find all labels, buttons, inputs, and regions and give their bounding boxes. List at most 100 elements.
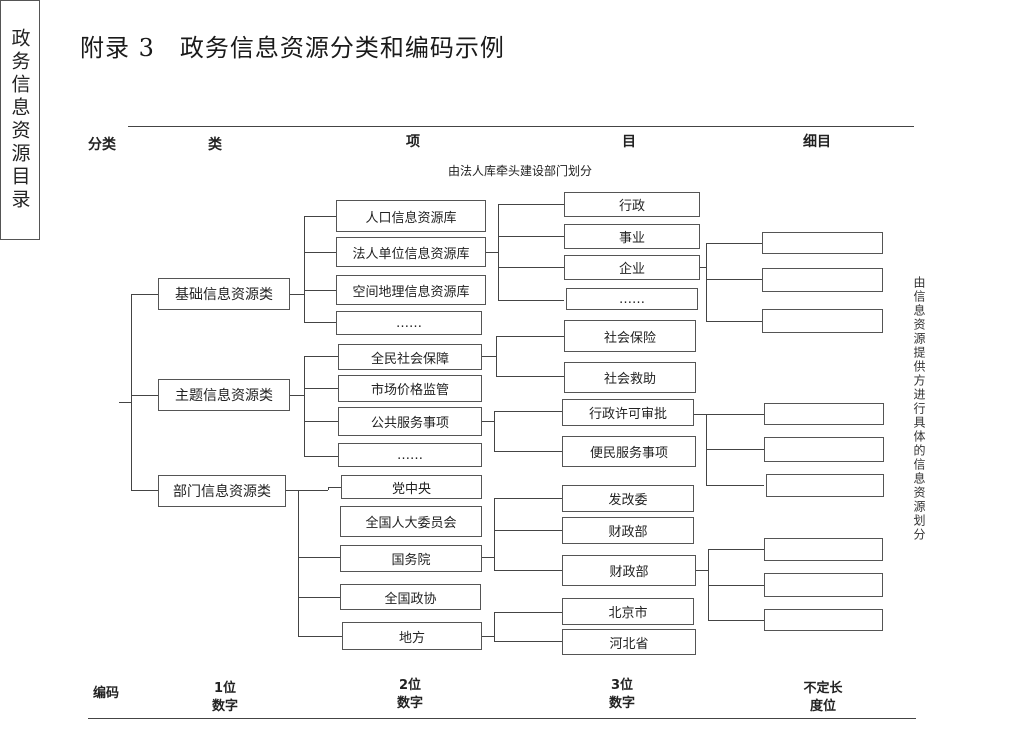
connector [290, 395, 304, 396]
connector [706, 485, 764, 486]
item-spatial: 空间地理信息资源库 [336, 275, 486, 305]
footer-code-2-line2: 数字 [396, 696, 423, 711]
item-legal-entity: 法人单位信息资源库 [336, 237, 486, 267]
connector [708, 620, 764, 621]
connector [494, 498, 562, 499]
connector [494, 411, 495, 451]
connector [131, 395, 158, 396]
connector [708, 549, 709, 620]
connector [328, 487, 342, 488]
connector [304, 356, 305, 456]
connector [498, 267, 564, 268]
footer-code-4-line1: 不定长 [803, 681, 843, 696]
connector [496, 376, 564, 377]
header-classification: 分类 [88, 137, 116, 153]
connector [494, 641, 562, 642]
connector [482, 557, 494, 558]
connector [304, 322, 336, 323]
connector [304, 388, 338, 389]
connector [304, 216, 305, 322]
target-legal-more: …… [566, 288, 698, 310]
detail-box [766, 474, 884, 497]
detail-box [764, 609, 883, 631]
target-institution: 事业 [564, 224, 700, 249]
connector [708, 549, 764, 550]
connector [498, 204, 499, 300]
connector [482, 421, 494, 422]
connector [696, 570, 708, 571]
target-social-assistance: 社会救助 [564, 362, 696, 393]
header-level3: 目 [622, 134, 636, 150]
detail-box [764, 403, 884, 425]
connector [482, 356, 496, 357]
footer-code-3: 3位 数字 [602, 677, 642, 713]
connector [706, 321, 762, 322]
header-top-rule [128, 126, 914, 127]
header-level1: 类 [208, 137, 222, 153]
footer-label: 编码 [93, 686, 120, 701]
footer-code-3-line2: 数字 [608, 696, 635, 711]
connector [304, 290, 336, 291]
connector [494, 570, 562, 571]
footer-code-2: 2位 数字 [390, 677, 430, 713]
connector [496, 336, 564, 337]
target-admin: 行政 [564, 192, 700, 217]
item-state-council: 国务院 [340, 545, 482, 572]
target-finance: 财政部 [562, 517, 694, 544]
target-social-insurance: 社会保险 [564, 320, 696, 352]
connector [494, 451, 562, 452]
target-hebei: 河北省 [562, 629, 696, 655]
connector [494, 612, 562, 613]
item-population: 人口信息资源库 [336, 200, 486, 232]
item-theme-more: …… [338, 443, 482, 467]
item-cppcc: 全国政协 [340, 584, 481, 610]
item-central-committee: 党中央 [341, 475, 482, 499]
target-beijing: 北京市 [562, 598, 694, 625]
connector [494, 411, 562, 412]
item-basic-more: …… [336, 311, 482, 335]
connector [304, 216, 336, 217]
target-finance-2: 财政部 [562, 555, 696, 586]
connector [131, 490, 158, 491]
footer-code-4: 不定长 度位 [795, 680, 851, 716]
connector [708, 585, 764, 586]
detail-box [764, 573, 883, 597]
footer-code-1-line2: 数字 [211, 699, 238, 714]
right-note: 由信息资源提供方进行具体的信息资源划分 [912, 276, 926, 542]
connector [328, 487, 329, 490]
connector [494, 498, 495, 570]
target-convenience-service: 便民服务事项 [562, 436, 696, 467]
connector [304, 356, 338, 357]
connector [298, 636, 342, 637]
connector [694, 414, 706, 415]
detail-box [764, 538, 883, 561]
connector [498, 204, 564, 205]
connector [498, 300, 564, 301]
connector [286, 490, 298, 491]
connector [494, 612, 495, 641]
category-dept: 部门信息资源类 [158, 475, 286, 507]
header-level2: 项 [406, 134, 420, 150]
connector [290, 294, 304, 295]
connector [706, 243, 707, 321]
category-theme: 主题信息资源类 [158, 379, 290, 411]
footer-code-1: 1位 数字 [205, 680, 245, 716]
connector [482, 636, 494, 637]
connector [706, 414, 764, 415]
detail-box [764, 437, 884, 462]
connector [298, 490, 299, 636]
footer-code-4-line2: 度位 [809, 699, 836, 714]
footer-code-2-line1: 2位 [398, 678, 422, 693]
connector [304, 252, 336, 253]
connector [486, 252, 498, 253]
root-box: 政务信息资源目录 [0, 0, 40, 240]
item-price-supervision: 市场价格监管 [338, 375, 482, 402]
connector [131, 294, 158, 295]
connector [494, 530, 562, 531]
connector [498, 236, 564, 237]
connector [706, 243, 762, 244]
item-npc: 全国人大委员会 [340, 506, 482, 537]
connector [298, 490, 328, 491]
page-title: 附录 3 政务信息资源分类和编码示例 [80, 34, 505, 62]
detail-box [762, 268, 883, 292]
